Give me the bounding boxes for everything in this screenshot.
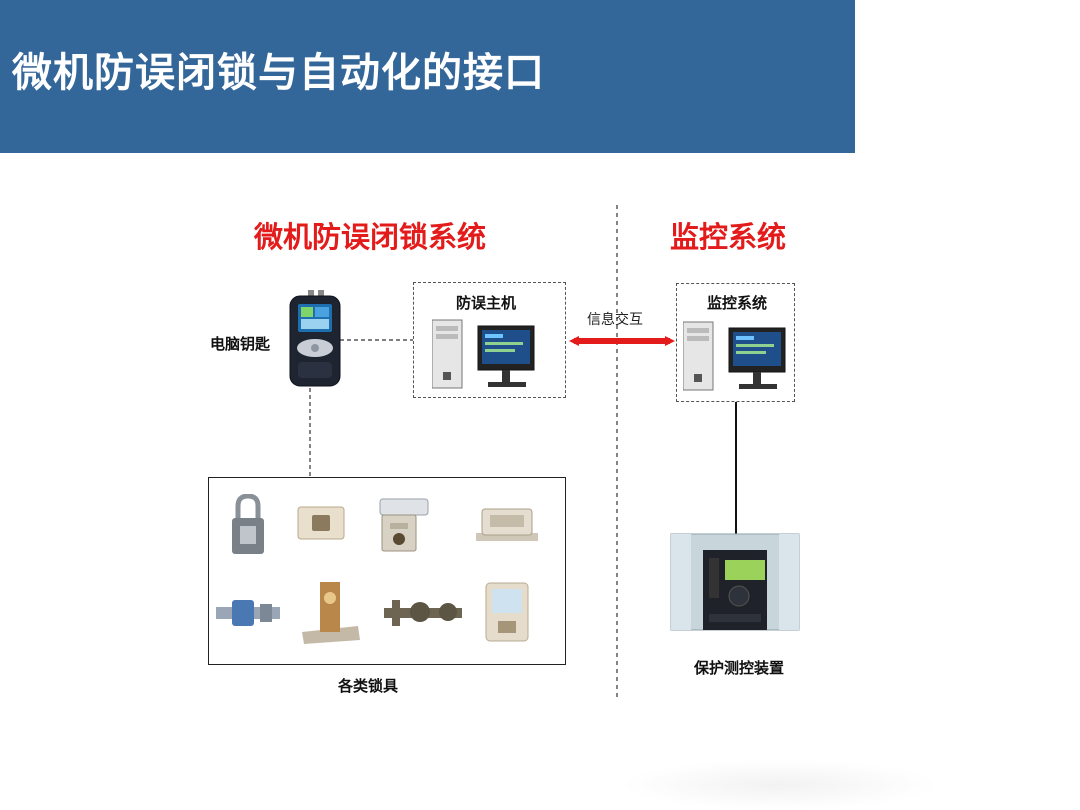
left-section-title: 微机防误闭锁系统 [254,220,487,254]
socket-lock-icon [296,505,346,545]
bottom-shadow [620,760,940,810]
title-bar: 微机防误闭锁与自动化的接口 [0,0,855,153]
protection-device-icon [669,532,801,638]
panel-lock-icon [484,581,530,647]
monitor-box [676,283,795,402]
host-box [413,282,566,398]
handle-lock-icon [382,592,464,640]
desktop-computer-icon [682,320,788,396]
valve-lock-icon [214,596,282,634]
locks-label: 各类锁具 [338,677,399,695]
key-label: 电脑钥匙 [210,335,271,353]
padlock-icon [230,493,266,560]
locks-box [208,477,566,665]
page-title: 微机防误闭锁与自动化的接口 [12,50,545,96]
protection-label: 保护测控装置 [694,659,785,677]
monitor-label: 监控系统 [707,294,768,312]
info-exchange-label: 信息交互 [587,312,643,328]
latch-lock-icon [474,503,540,549]
right-section-title: 监控系统 [670,220,787,254]
handheld-key-icon [288,290,342,392]
box-lock-icon [376,497,432,559]
host-label: 防误主机 [456,294,517,312]
bracket-lock-icon [300,578,362,648]
desktop-computer-icon [431,318,537,394]
